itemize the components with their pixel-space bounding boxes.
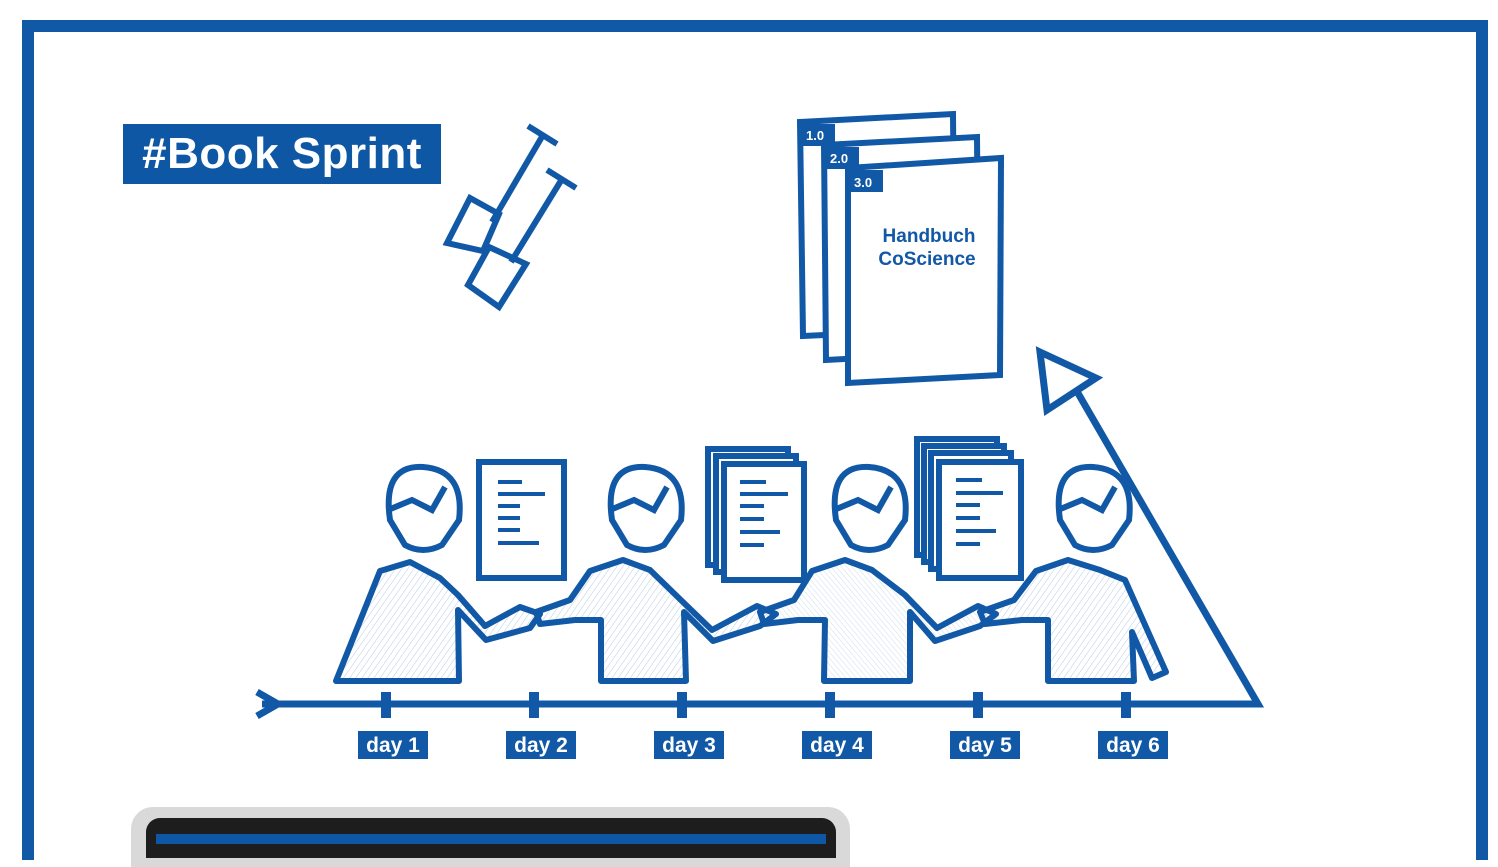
illustration-canvas: 1.0 2.0 3.0 Handbuch CoScience: [255, 110, 1265, 759]
day-label-box: [802, 731, 872, 759]
book-title-line-1: Handbuch: [883, 226, 976, 247]
day-label-box: [506, 731, 576, 759]
timeline-ticks: day 1 day 2 day 3 day 4 day 5 day 6: [358, 692, 1168, 759]
timeline-tick: [529, 692, 539, 718]
book-sprint-illustration: 1.0 2.0 3.0 Handbuch CoScience: [22, 20, 1488, 867]
timeline-axis: [255, 688, 1130, 720]
document-icon: [914, 436, 1024, 581]
person-icon: [333, 463, 543, 684]
day-label-box: [358, 731, 428, 759]
day-label: day 3: [662, 734, 716, 757]
version-label-3: 3.0: [854, 175, 872, 190]
timeline-tick: [677, 692, 687, 718]
timeline-tick: [381, 692, 391, 718]
book-title-line-2: CoScience: [878, 249, 975, 270]
laptop-screen-inner: [156, 834, 826, 844]
day-label: day 4: [810, 734, 864, 757]
day-label-box: [654, 731, 724, 759]
person-icon: [977, 463, 1169, 684]
version-label-1: 1.0: [806, 128, 824, 143]
version-label-2: 2.0: [830, 151, 848, 166]
day-label: day 1: [366, 734, 420, 757]
day-label: day 2: [514, 734, 568, 757]
timeline-tick: [1121, 692, 1131, 718]
blue-frame: [22, 20, 1488, 860]
day-label-box: [1098, 731, 1168, 759]
document-icon: [476, 459, 567, 581]
day-label: day 6: [1106, 734, 1160, 757]
day-label: day 5: [958, 734, 1012, 757]
timeline-tick: [825, 692, 835, 718]
book-sprint-title: #Book Sprint: [123, 124, 441, 184]
day-label-box: [950, 731, 1020, 759]
book-icon: 1.0 2.0 3.0 Handbuch CoScience: [796, 110, 1005, 387]
document-icon: [705, 446, 807, 583]
arrow-icon: [1035, 346, 1265, 708]
timeline-tick: [973, 692, 983, 718]
shovel-icon: [442, 123, 578, 312]
